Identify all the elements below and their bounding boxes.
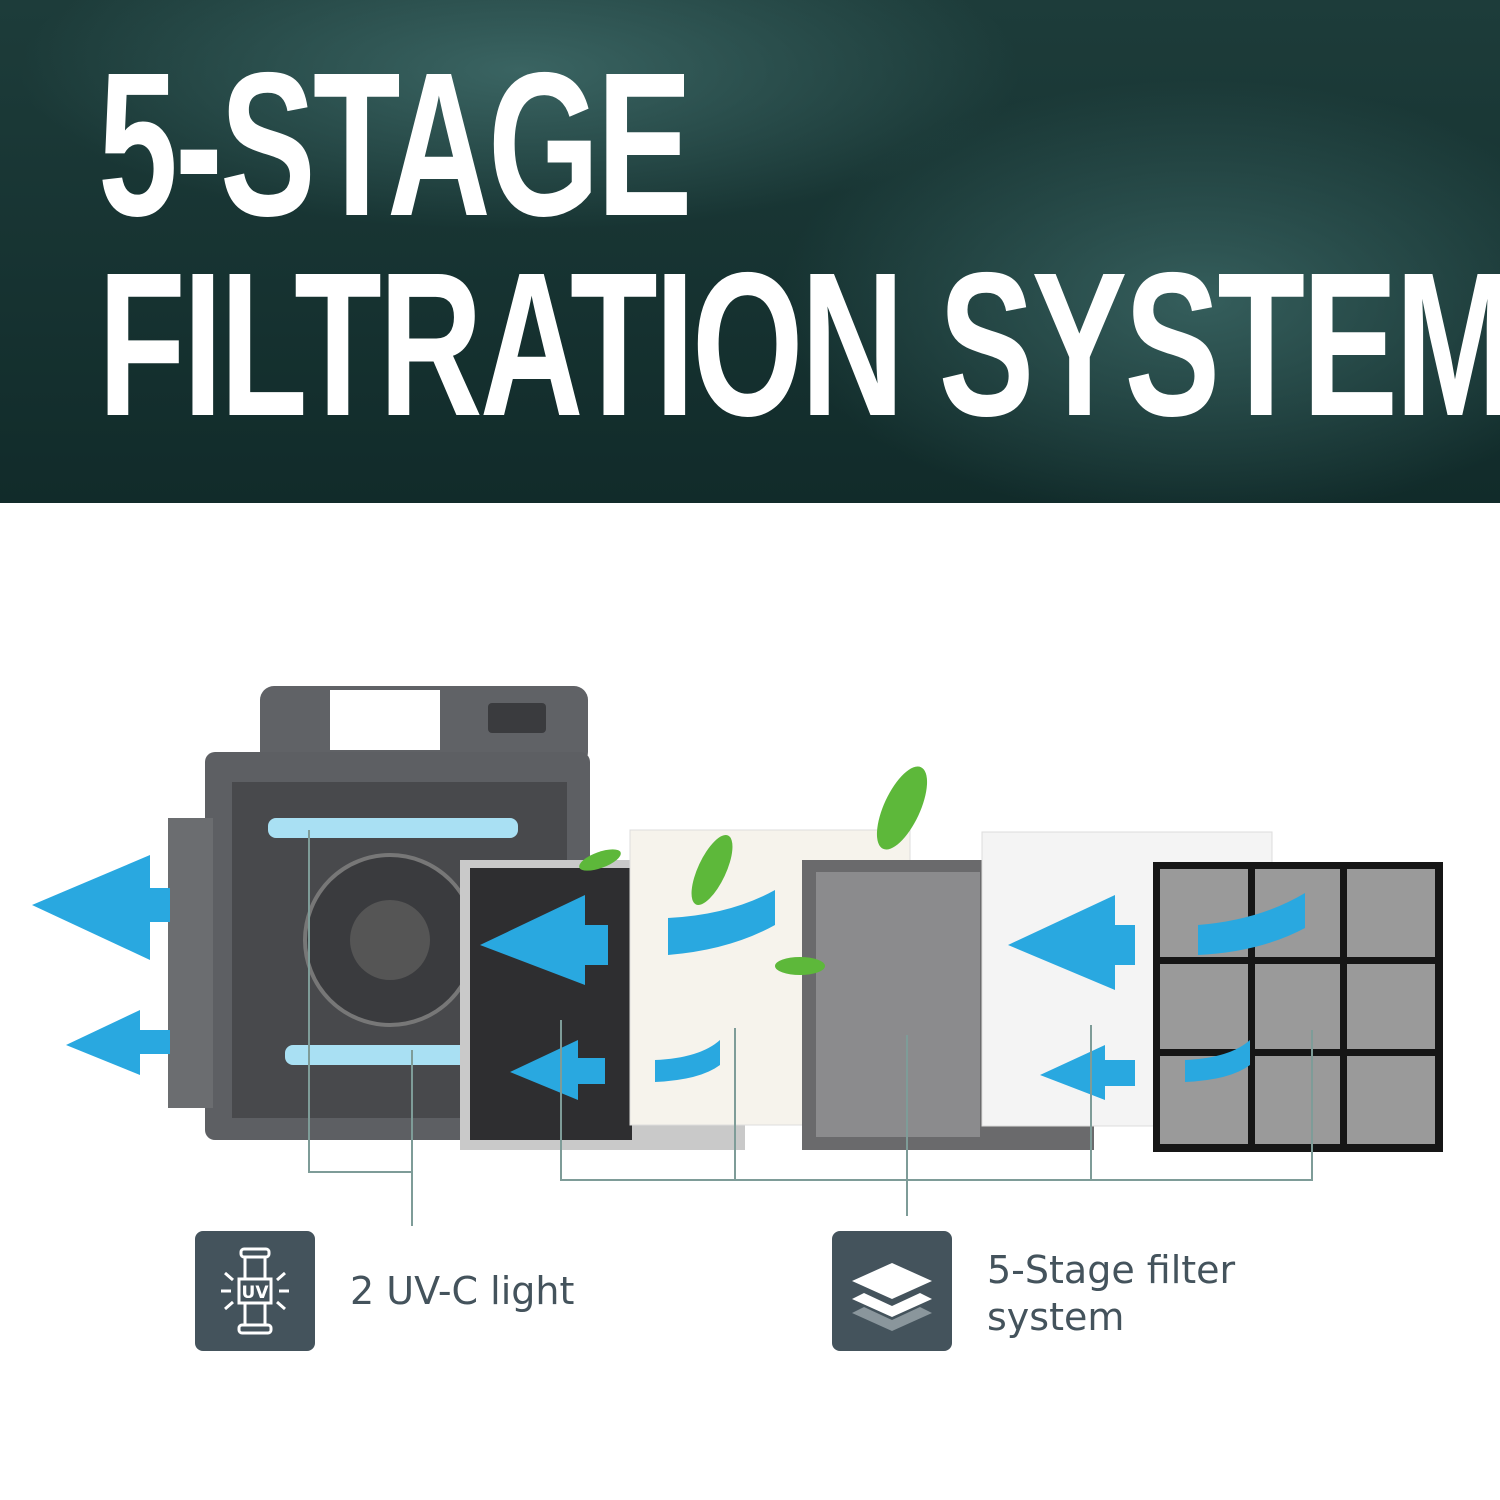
header-banner: 5-STAGE FILTRATION SYSTEM [0, 0, 1500, 503]
product-illustration [32, 686, 1443, 1226]
headline-line-2: FILTRATION SYSTEM [98, 230, 1500, 459]
uv-lamp-icon: UV [195, 1231, 315, 1351]
svg-text:UV: UV [242, 1283, 270, 1303]
airflow-arrows [32, 855, 1305, 1100]
leaf-decorations [579, 766, 928, 975]
filter-system-label-line-1: 5-Stage filter [987, 1248, 1236, 1292]
filter-system-label-line-2: system [987, 1295, 1125, 1339]
callout-lines [308, 830, 1313, 1226]
filter-stages [460, 829, 1443, 1152]
layers-icon [832, 1231, 952, 1351]
headline-line-1: 5-STAGE [98, 30, 692, 259]
uv-light-label: 2 UV-C light [350, 1269, 575, 1313]
